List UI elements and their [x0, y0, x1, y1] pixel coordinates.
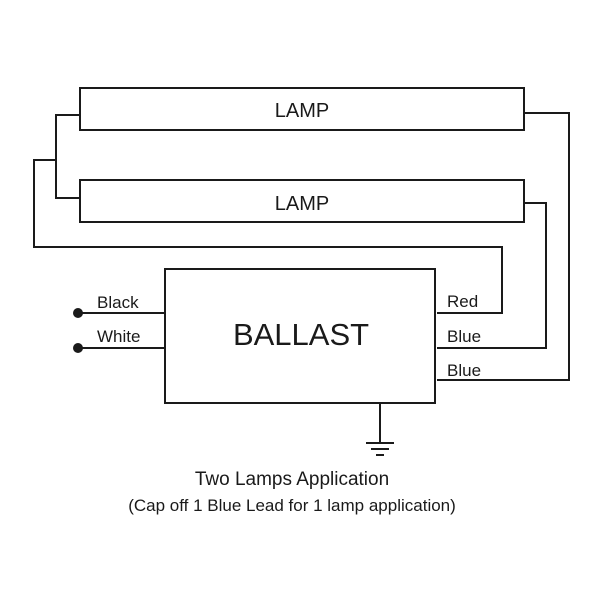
diagram-subcaption: (Cap off 1 Blue Lead for 1 lamp applicat… [128, 496, 456, 515]
output-label-red: Red [447, 292, 478, 311]
wire-lamp1-left [55, 114, 80, 199]
input-label-black: Black [97, 293, 139, 312]
lamp-top-label: LAMP [275, 100, 329, 122]
terminal-dot-black [73, 308, 83, 318]
wire-red-loop [33, 159, 503, 314]
wire-blue-2 [437, 112, 570, 381]
lamp-top-tube [79, 87, 525, 131]
lamp-top: LAMP [79, 87, 525, 131]
lamp-bottom-tube [79, 179, 525, 223]
wires [33, 112, 570, 443]
ground-icon [366, 442, 394, 456]
ballast-label: BALLAST [233, 317, 369, 352]
ballast: BALLAST [164, 268, 436, 404]
output-label-blue-2: Blue [447, 361, 481, 380]
ballast-box [164, 268, 436, 404]
input-terminals: Black White [73, 293, 140, 353]
terminal-dot-white [73, 343, 83, 353]
lamp-bottom-label: LAMP [275, 193, 329, 215]
lamp-bottom: LAMP [79, 179, 525, 223]
input-label-white: White [97, 327, 140, 346]
output-label-blue-1: Blue [447, 327, 481, 346]
wire-blue-1 [437, 202, 547, 349]
output-labels: Red Blue Blue [447, 292, 481, 380]
diagram-caption: Two Lamps Application [195, 469, 389, 490]
